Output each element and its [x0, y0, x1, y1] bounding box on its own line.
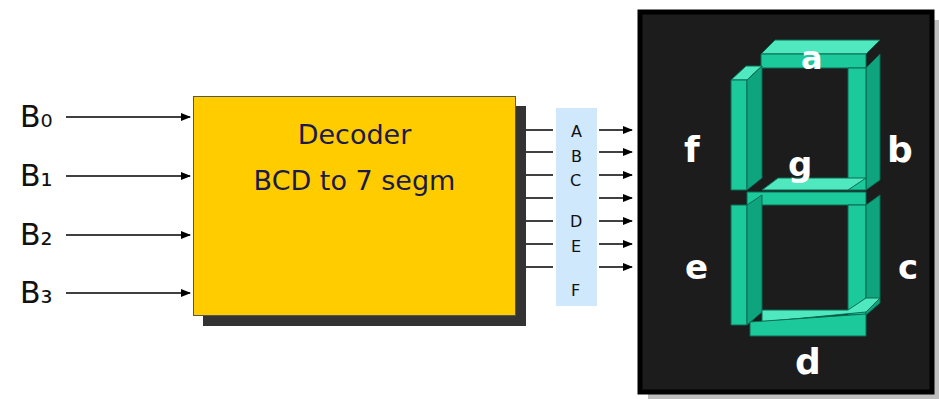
- signal-name: B₂: [20, 220, 53, 250]
- display-panel: [640, 12, 939, 399]
- seven-segment: [731, 40, 880, 336]
- signal-name: B₃: [20, 278, 53, 308]
- segment-name: g: [788, 147, 812, 181]
- segment-name: b: [887, 132, 913, 168]
- output-arrows: [518, 130, 632, 267]
- pin-name: B: [571, 149, 582, 165]
- segment-name: e: [685, 250, 708, 284]
- pin-name: E: [571, 239, 581, 255]
- signal-name: B₁: [20, 161, 53, 191]
- segment-name: d: [795, 344, 821, 380]
- pin-strip: [556, 108, 597, 306]
- input-arrows: [66, 117, 190, 293]
- box-subtitle: BCD to 7 segm: [254, 165, 456, 197]
- pin-name: A: [571, 124, 582, 140]
- segment-name: c: [898, 250, 918, 284]
- pin-name: D: [570, 214, 582, 230]
- signal-name: B₀: [20, 102, 53, 132]
- pin-name: C: [570, 173, 581, 189]
- segment-name: f: [684, 132, 700, 168]
- pin-name: F: [571, 283, 580, 299]
- segment-name: a: [801, 42, 823, 74]
- decoder-box: DecoderBCD to 7 segm: [193, 96, 516, 316]
- box-heading: Decoder: [298, 119, 412, 151]
